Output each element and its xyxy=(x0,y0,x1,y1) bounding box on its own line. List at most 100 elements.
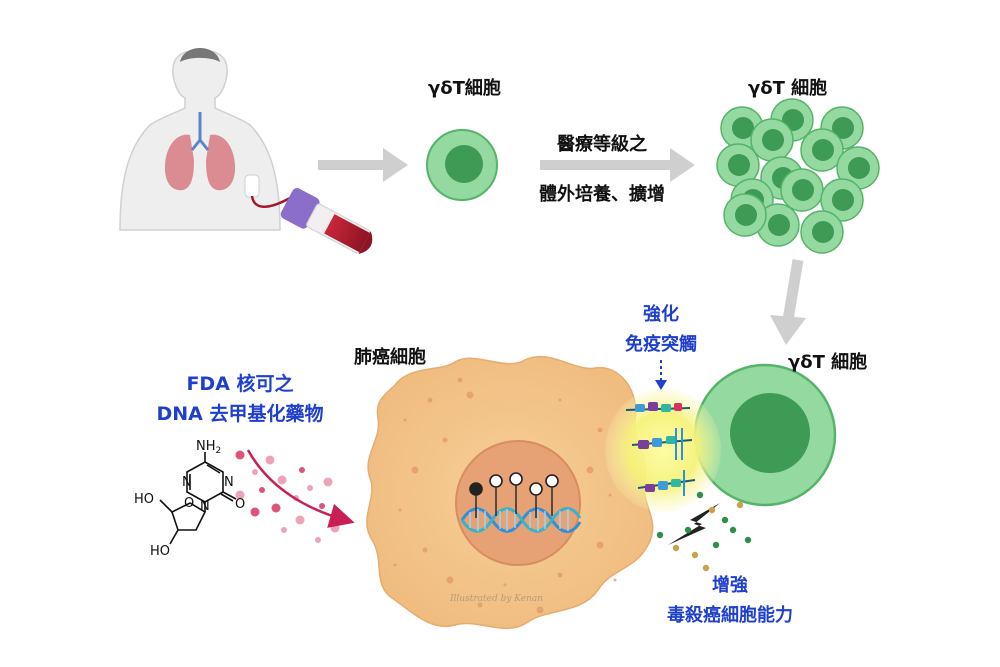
cytoplasm-granule xyxy=(457,377,463,383)
cytoplasm-granule xyxy=(557,572,563,578)
expanded-cells-label: γδT 細胞 xyxy=(748,78,828,99)
cytoplasm-granule xyxy=(422,547,428,553)
drug-particle xyxy=(330,523,340,533)
drug-particle xyxy=(277,475,287,485)
expanded-gd-t-cell xyxy=(780,168,824,212)
drug-particles xyxy=(235,450,340,543)
expanded-gd-t-cell xyxy=(723,193,767,237)
unmethylated-cpg-mark xyxy=(509,472,523,486)
cytoplasm-granule xyxy=(586,466,594,474)
cytotoxic-granule xyxy=(729,526,737,534)
unmethylated-cpg-mark xyxy=(489,474,503,488)
molecule-atoms: NH2 N N N O O HO HO xyxy=(134,439,245,559)
synapse-label-line1: 強化 xyxy=(643,304,679,325)
cytotoxic-granule xyxy=(656,531,664,539)
methylated-cpg-mark xyxy=(469,482,483,496)
cancer-nucleus xyxy=(455,440,581,566)
drug-particle xyxy=(235,490,245,500)
drug-particle xyxy=(235,450,245,460)
drug-particle xyxy=(281,527,287,533)
expanded-cell-cluster xyxy=(716,98,880,254)
drug-particle xyxy=(307,485,313,491)
cytoplasm-granule xyxy=(596,541,604,549)
cytoplasm-granule xyxy=(446,576,454,584)
synapse-pointer-arrow xyxy=(655,360,667,390)
cytotoxic-granule xyxy=(696,491,704,499)
cytoplasm-granule xyxy=(613,578,617,582)
cytoplasm-granule xyxy=(442,437,448,443)
cytoplasm-granule xyxy=(558,398,562,402)
expanded-gd-t-cell xyxy=(750,118,794,162)
cytoplasm-granule xyxy=(536,606,544,614)
drug-particle xyxy=(265,455,275,465)
drug-particle xyxy=(252,469,258,475)
drug-particle xyxy=(319,503,325,509)
drug-particle xyxy=(315,537,321,543)
decitabine-structure xyxy=(159,452,237,545)
left-lung xyxy=(164,134,194,191)
drug-particle xyxy=(250,507,260,517)
cytoplasm-granule xyxy=(411,466,419,474)
kill-label-line1: 增強 xyxy=(712,575,748,596)
expanded-gd-t-cell xyxy=(716,143,760,187)
illustrator-credit: Illustrated by Kenan xyxy=(449,594,543,604)
cytotoxic-granule xyxy=(721,516,729,524)
cytoplasm-granule xyxy=(477,602,483,608)
dna-helix xyxy=(460,507,582,533)
expanded-gd-t-cell xyxy=(800,210,844,254)
cytoplasm-granule xyxy=(398,508,402,512)
atom-ho-top: HO xyxy=(134,492,154,507)
blood-tube xyxy=(280,188,373,255)
cytoplasm-granule xyxy=(466,391,474,399)
cytoplasm-granule xyxy=(503,583,507,587)
unmethylated-cpg-mark xyxy=(545,474,559,488)
cytoplasm-granule xyxy=(427,397,433,403)
expanded-gd-t-cell xyxy=(836,146,880,190)
cytotoxic-granule xyxy=(684,526,692,534)
cytotoxic-granule xyxy=(702,564,710,572)
methylation-marks xyxy=(469,472,559,518)
unmethylated-cpg-mark xyxy=(529,482,543,496)
atom-n2: N xyxy=(224,475,234,490)
cytoplasm-granule xyxy=(393,563,397,567)
cytotoxic-granule xyxy=(744,536,752,544)
culture-label-line1: 醫療等級之 xyxy=(557,134,647,155)
human-figure xyxy=(119,48,291,231)
cytoplasm-granules xyxy=(393,377,617,614)
cytotoxic-granules xyxy=(656,491,752,572)
lung-cancer-cell-label: 肺癌細胞 xyxy=(354,347,426,368)
atom-nh2: NH2 xyxy=(196,439,221,456)
drug-particle xyxy=(323,477,333,487)
drug-particle xyxy=(259,487,265,493)
arrow-to-expansion xyxy=(540,148,695,182)
cytotoxic-burst xyxy=(668,503,720,545)
cytoplasm-granule xyxy=(597,427,603,433)
cytotoxic-granule xyxy=(691,551,699,559)
cytotoxic-granule xyxy=(736,501,744,509)
drug-particle xyxy=(295,515,305,525)
cytotoxic-granule xyxy=(672,544,680,552)
drug-particle xyxy=(299,467,305,473)
atom-ho-bottom: HO xyxy=(150,544,170,559)
expanded-gd-t-cell xyxy=(820,178,864,222)
cytoplasm-granule xyxy=(403,418,407,422)
cytotoxic-granule xyxy=(708,506,716,514)
arrow-down-to-cell xyxy=(770,259,806,345)
synapse-receptors xyxy=(625,402,696,496)
single-gd-t-cell xyxy=(426,129,498,201)
cytotoxic-granule xyxy=(712,541,720,549)
right-lung xyxy=(206,134,236,191)
effector-cell-label: γδT 細胞 xyxy=(788,352,868,373)
arrow-to-cell xyxy=(318,148,408,182)
atom-o-ring: O xyxy=(184,496,194,511)
culture-label-line2: 體外培養、擴增 xyxy=(539,184,665,205)
kill-label-line2: 毒殺癌細胞能力 xyxy=(667,605,793,626)
drug-particle xyxy=(271,503,281,513)
cytoplasm-granule xyxy=(608,493,612,497)
atom-n3: N xyxy=(200,499,210,514)
gd-t-cell-label: γδT細胞 xyxy=(428,78,501,99)
atom-o-carbonyl: O xyxy=(235,497,245,512)
drug-label-line1: FDA 核可之 xyxy=(186,373,294,395)
drug-label-line2: DNA 去甲基化藥物 xyxy=(156,403,324,425)
